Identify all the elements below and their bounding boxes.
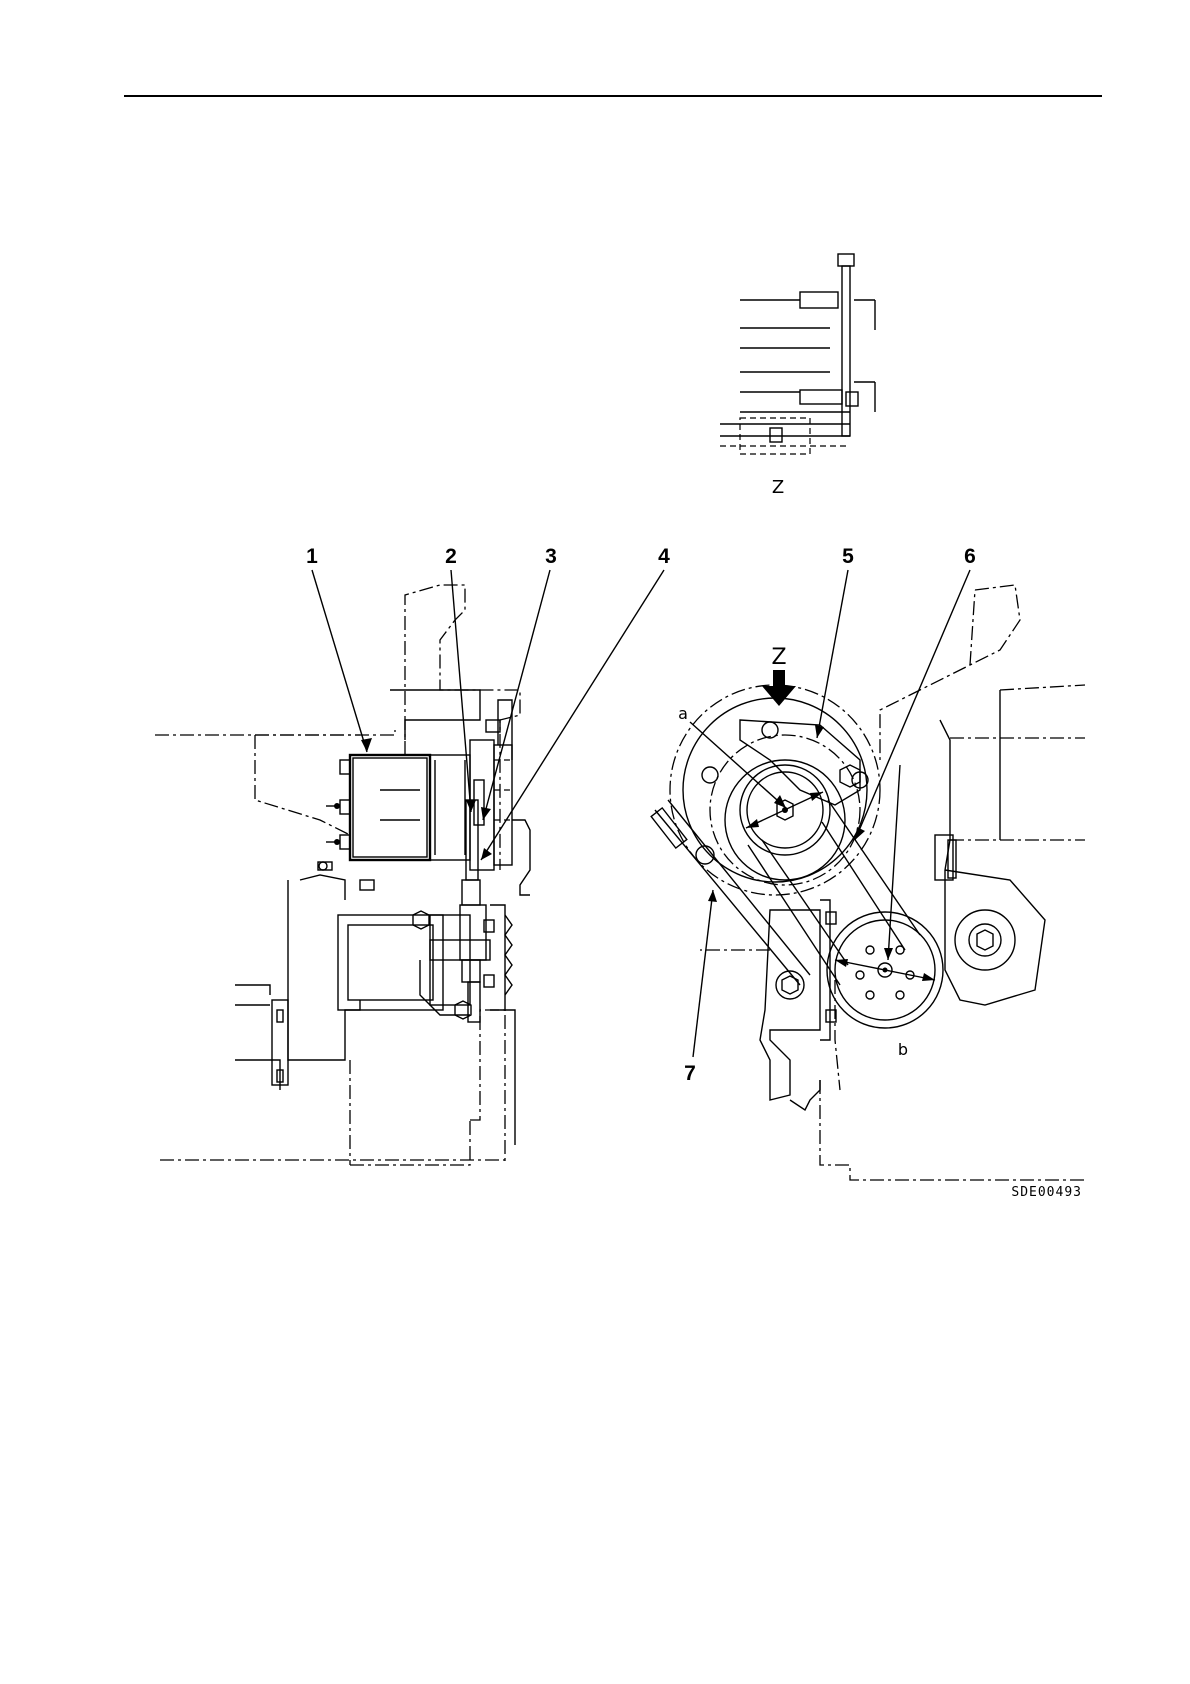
side-view: 1 2 3 4 bbox=[155, 545, 670, 1165]
label-b: b bbox=[898, 1040, 908, 1059]
arrow-z-label: Z bbox=[771, 645, 786, 670]
drawing-code: SDE00493 bbox=[1011, 1185, 1082, 1200]
callout-3: 3 bbox=[545, 545, 557, 568]
callout-7: 7 bbox=[684, 1062, 696, 1085]
front-view: Z a b 5 6 7 bbox=[651, 545, 1085, 1180]
callout-4: 4 bbox=[658, 545, 670, 568]
callout-5: 5 bbox=[842, 545, 854, 568]
callout-2: 2 bbox=[445, 545, 457, 568]
label-a: a bbox=[678, 704, 688, 723]
callout-6: 6 bbox=[964, 545, 976, 568]
view-z-detail: Z bbox=[720, 254, 875, 498]
view-z-label: Z bbox=[772, 477, 784, 498]
callout-1: 1 bbox=[306, 545, 318, 568]
